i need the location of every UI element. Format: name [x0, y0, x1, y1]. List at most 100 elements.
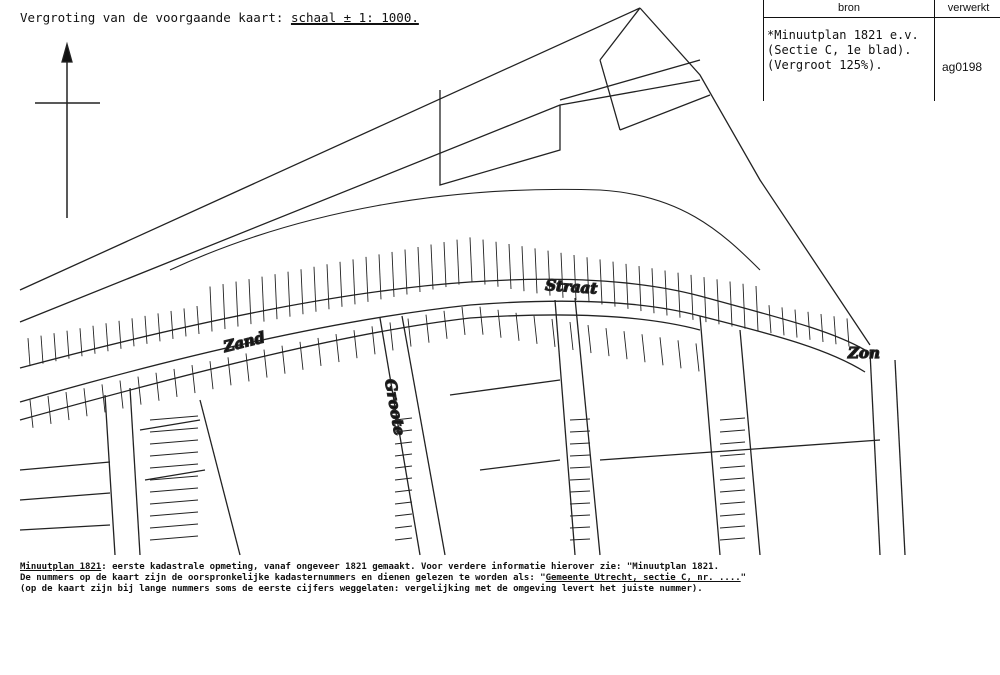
caption-reference: Gemeente Utrecht, sectie C, nr. ....	[545, 573, 741, 583]
map-title: Vergroting van de voorgaande kaart: scha…	[20, 10, 419, 25]
parcel-line	[155, 372, 160, 401]
parcel-line	[612, 261, 616, 307]
verwerkt-column	[934, 18, 1000, 101]
parcel-line	[394, 429, 413, 433]
parcel-line	[605, 328, 610, 357]
caption-text: : eerste kadastrale opmeting, vanaf onge…	[101, 562, 719, 572]
parcel-line	[131, 318, 135, 347]
parcel-line	[456, 239, 460, 285]
parcel-line	[29, 399, 34, 428]
parcel-line	[404, 249, 408, 295]
parcel-line	[407, 318, 412, 347]
parcel-line	[118, 320, 122, 349]
parcel-line	[719, 489, 746, 493]
parcel-line	[497, 309, 502, 338]
parcel-line	[820, 313, 824, 343]
parcel-line	[430, 244, 434, 290]
parcel-line	[569, 321, 574, 351]
parcel-line	[569, 502, 591, 505]
caption-text: De nummers op de kaart zijn de oorspronk…	[20, 573, 546, 583]
parcel-line	[729, 281, 733, 327]
parcel-line	[317, 337, 322, 366]
parcel-line	[149, 499, 199, 505]
parcel-line	[394, 465, 413, 469]
parcel-line	[209, 286, 213, 332]
parcel-line	[83, 388, 88, 417]
parcel-line	[149, 535, 199, 541]
parcel-line	[300, 269, 304, 315]
parcel-line	[703, 277, 707, 323]
parcel-line	[719, 537, 746, 541]
parcel-line	[586, 257, 590, 303]
parcel-line	[79, 328, 83, 357]
parcel-line	[149, 475, 199, 481]
parcel-line	[833, 316, 837, 345]
parcel-line	[508, 243, 512, 289]
parcel-line	[157, 313, 161, 342]
parcel-line	[664, 270, 668, 316]
parcel-line	[394, 477, 413, 481]
parcel-line	[547, 250, 551, 296]
parcel-line	[149, 415, 199, 421]
caption-line-2: De nummers op de kaart zijn de oorspronk…	[20, 573, 746, 584]
parcel-line	[768, 305, 772, 334]
parcel-line	[248, 279, 252, 325]
parcel-line	[469, 237, 473, 283]
parcel-line	[149, 463, 199, 469]
caption-line-3: (op de kaart zijn bij lange nummers soms…	[20, 584, 703, 594]
street-label-groote: Groote	[381, 378, 409, 437]
parcel-line	[599, 259, 603, 305]
parcel-line	[719, 441, 746, 445]
parcel-line	[623, 331, 628, 360]
parcel-line	[274, 274, 278, 320]
parcel-line	[690, 274, 694, 320]
parcel-line	[569, 526, 591, 529]
parcel-line	[394, 453, 413, 457]
parcel-line	[365, 256, 369, 302]
parcel-line	[394, 525, 413, 529]
parcel-line	[326, 264, 330, 310]
title-prefix: Vergroting van de voorgaande kaart:	[20, 10, 284, 25]
parcel-line	[149, 427, 199, 433]
parcel-line	[846, 318, 850, 347]
parcel-line	[313, 266, 317, 312]
parcel-line	[515, 312, 520, 341]
bron-text: *Minuutplan 1821 e.v.(Sectie C, 1e blad)…	[767, 28, 919, 73]
parcel-line	[569, 538, 591, 541]
parcel-line	[425, 314, 430, 343]
street-label-zand: Zand	[221, 328, 268, 356]
parcel-line	[391, 251, 395, 297]
verwerkt-header: verwerkt	[934, 0, 1000, 18]
parcel-line	[149, 439, 199, 445]
parcel-line	[371, 326, 376, 355]
parcel-line	[47, 395, 52, 425]
parcel-line	[719, 513, 746, 517]
caption-text: "	[740, 573, 747, 583]
parcel-line	[209, 361, 214, 390]
parcel-line	[781, 307, 785, 336]
parcel-line	[569, 454, 591, 457]
parcel-line	[389, 322, 394, 351]
parcel-line	[659, 337, 664, 366]
parcel-line	[569, 478, 591, 481]
parcel-line	[170, 310, 174, 339]
parcel-line	[719, 525, 746, 529]
parcel-line	[417, 246, 421, 293]
parcel-line	[677, 272, 681, 318]
parcel-line	[196, 305, 200, 335]
bron-line: (Sectie C, 1e blad).	[767, 43, 912, 57]
parcel-line	[482, 239, 486, 285]
parcel-line	[794, 309, 798, 338]
parcel-line	[695, 343, 700, 372]
parcel-line	[40, 335, 44, 364]
parcel-line	[495, 241, 499, 287]
parcel-line	[149, 487, 199, 493]
parcel-line	[569, 490, 591, 493]
parcel-line	[719, 453, 746, 457]
parcel-line	[173, 368, 178, 397]
parcel-line	[461, 306, 466, 336]
parcel-line	[742, 283, 746, 329]
parcel-line	[569, 430, 591, 433]
parcel-line	[716, 279, 720, 325]
parcel-line	[534, 248, 538, 294]
